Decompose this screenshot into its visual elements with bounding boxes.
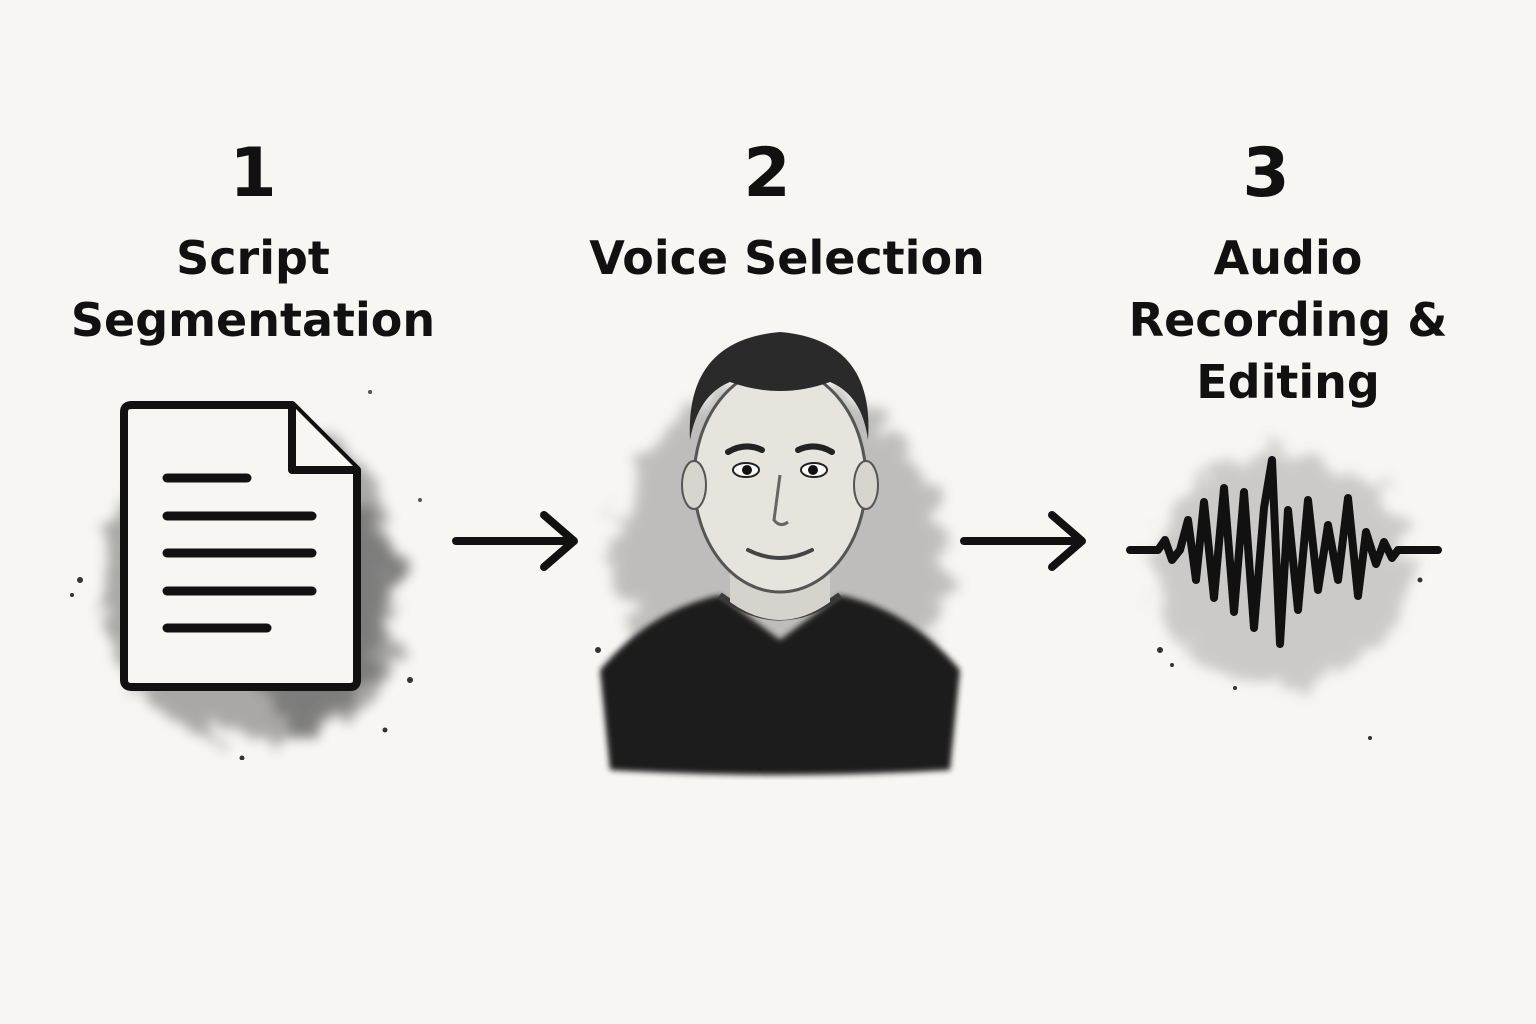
document-text-lines <box>162 473 317 633</box>
step-3-number: 3 <box>1242 134 1290 213</box>
document-page <box>120 401 361 691</box>
step-1-number: 1 <box>229 134 277 213</box>
step-1-title: Script Segmentation <box>70 231 436 347</box>
step-2-number: 2 <box>743 134 791 213</box>
arrow-right-icon <box>452 511 578 571</box>
step-2-title: Voice Selection <box>589 231 985 285</box>
waveform-line <box>1126 456 1442 648</box>
arrow-right-icon <box>960 511 1086 571</box>
document-icon <box>70 390 422 760</box>
step-3-title: Audio Recording & Editing <box>1128 231 1448 409</box>
man-portrait <box>595 332 960 775</box>
sound-wave-icon <box>1126 455 1442 740</box>
face <box>681 332 879 594</box>
